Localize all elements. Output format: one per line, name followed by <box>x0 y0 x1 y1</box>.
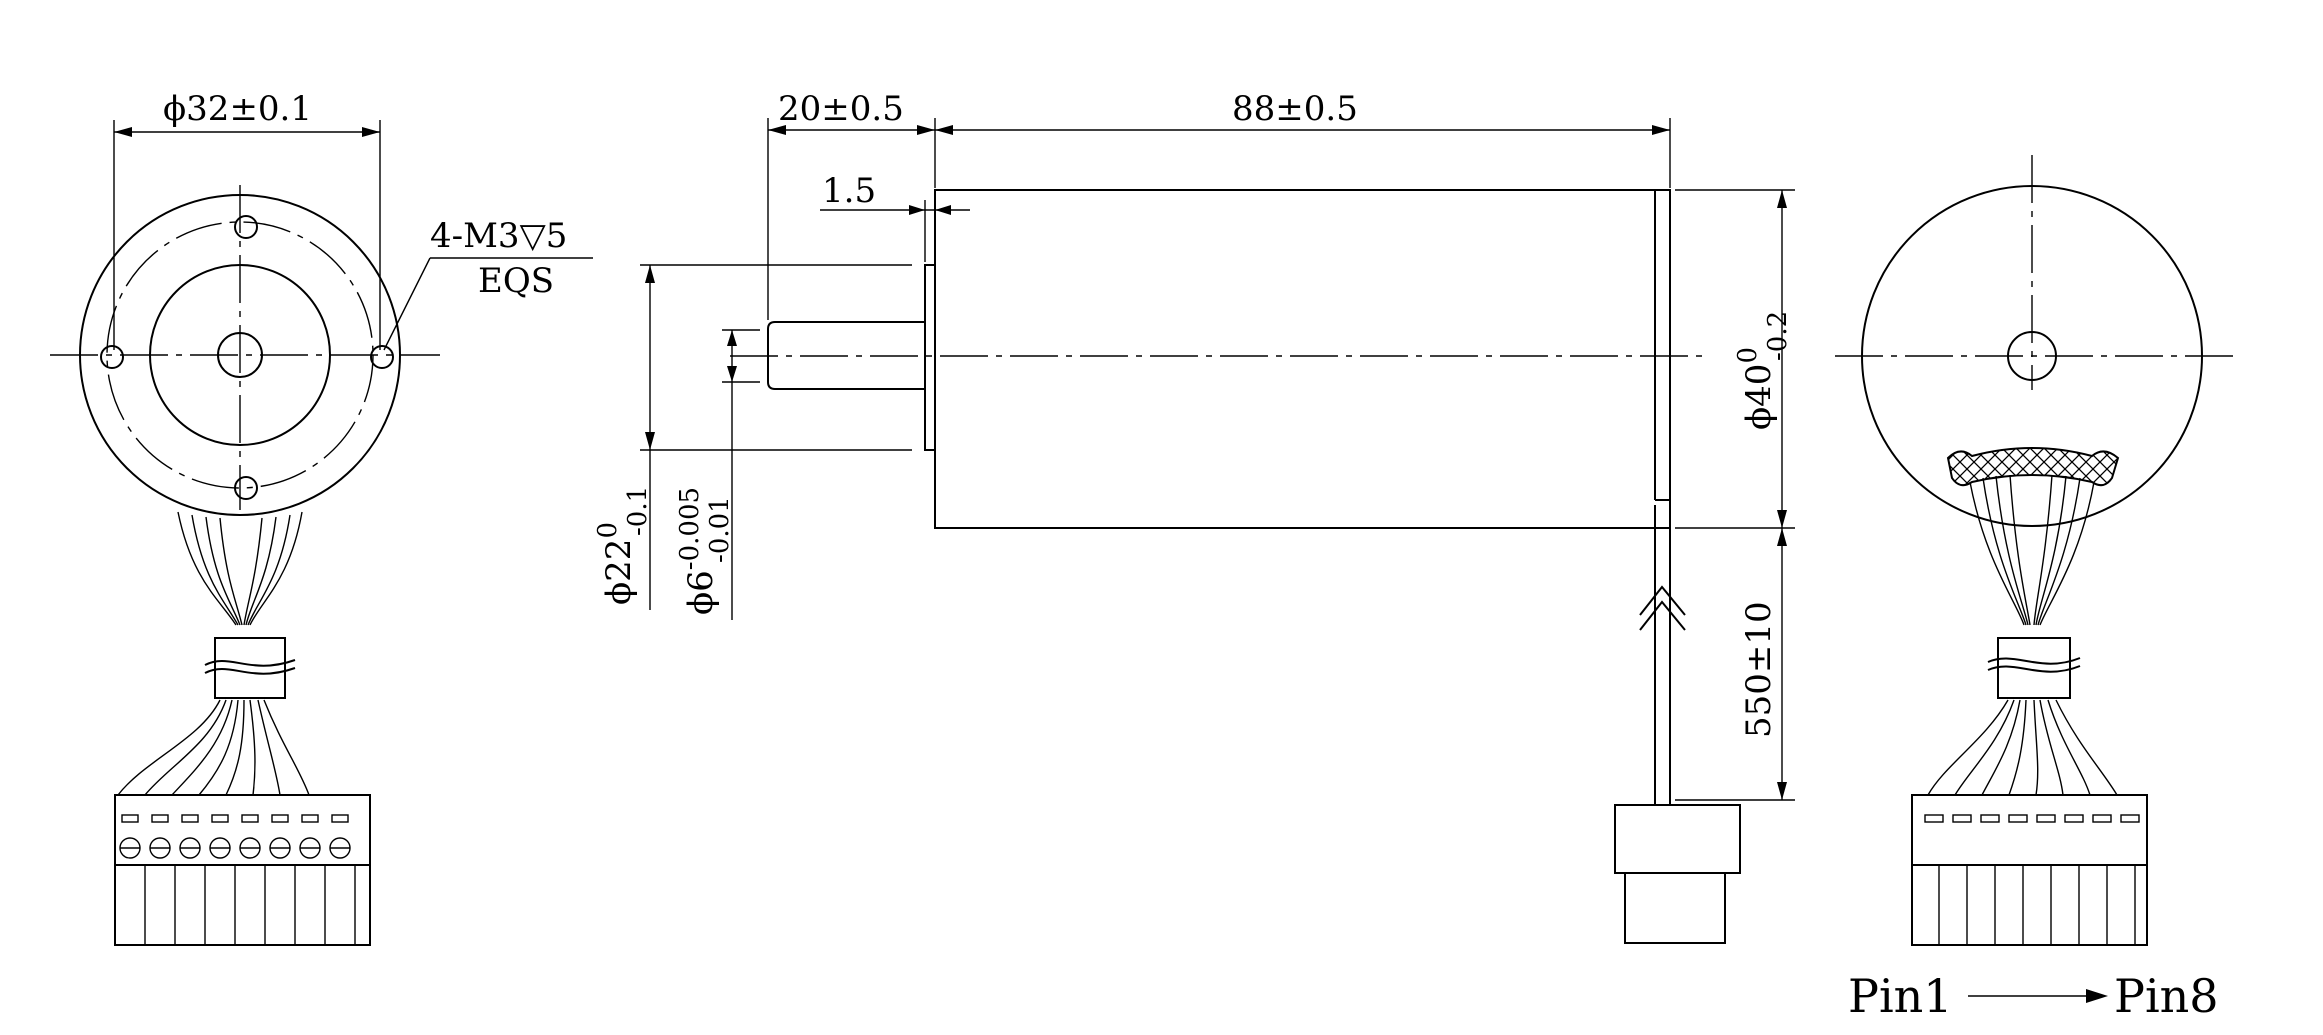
lead-cable <box>1614 505 1741 944</box>
mount-hole-right <box>370 345 394 369</box>
rear-wire-sleeve <box>1997 637 2071 699</box>
pin-order-label: Pin1 Pin8 <box>1848 969 2219 1023</box>
lead-connector-housing <box>1614 804 1741 874</box>
rear-wire-bundle <box>1927 474 2118 796</box>
front-wire-sleeve <box>214 637 286 699</box>
pin-start-label: Pin1 <box>1848 969 1953 1023</box>
lead-connector-plug <box>1624 872 1726 944</box>
front-view: ϕ32±0.1 4-M3▽5 EQS <box>50 89 593 946</box>
flange-thickness-dimension: 1.5 <box>822 171 876 211</box>
lead-length-dimension: 550±10 <box>1739 601 1779 738</box>
arrow-right-icon <box>2086 989 2108 1003</box>
front-wire-bundle <box>117 511 310 796</box>
pilot-diameter-dimension: ϕ220-0.1 <box>593 486 653 605</box>
shaft-diameter-dimension: ϕ6-0.005-0.01 <box>675 487 735 615</box>
bolt-circle-dimension: ϕ32±0.1 <box>163 89 312 129</box>
body-length-dimension: 88±0.5 <box>1232 89 1358 129</box>
rear-connector <box>1911 794 2148 946</box>
hole-eqs-label: EQS <box>478 261 554 301</box>
shaft-length-dimension: 20±0.5 <box>778 89 904 129</box>
side-view: 20±0.5 88±0.5 1.5 ϕ400-0.2 550±10 ϕ220-0… <box>593 89 1795 944</box>
motor-body <box>934 189 1671 529</box>
depth-symbol-icon: ▽ <box>520 216 547 256</box>
body-diameter-dimension: ϕ400-0.2 <box>1733 311 1793 430</box>
mount-hole-top <box>234 215 258 239</box>
hole-spec-label: 4-M3▽5 <box>430 216 567 256</box>
front-connector <box>114 794 371 946</box>
mount-hole-left <box>100 345 124 369</box>
mount-hole-bottom <box>234 476 258 500</box>
rear-view: Pin1 Pin8 <box>1835 155 2235 1023</box>
cable-grommet <box>1946 447 2120 487</box>
pilot-flange <box>924 264 936 451</box>
pin-end-label: Pin8 <box>2114 969 2219 1023</box>
terminal-screws <box>119 837 351 859</box>
